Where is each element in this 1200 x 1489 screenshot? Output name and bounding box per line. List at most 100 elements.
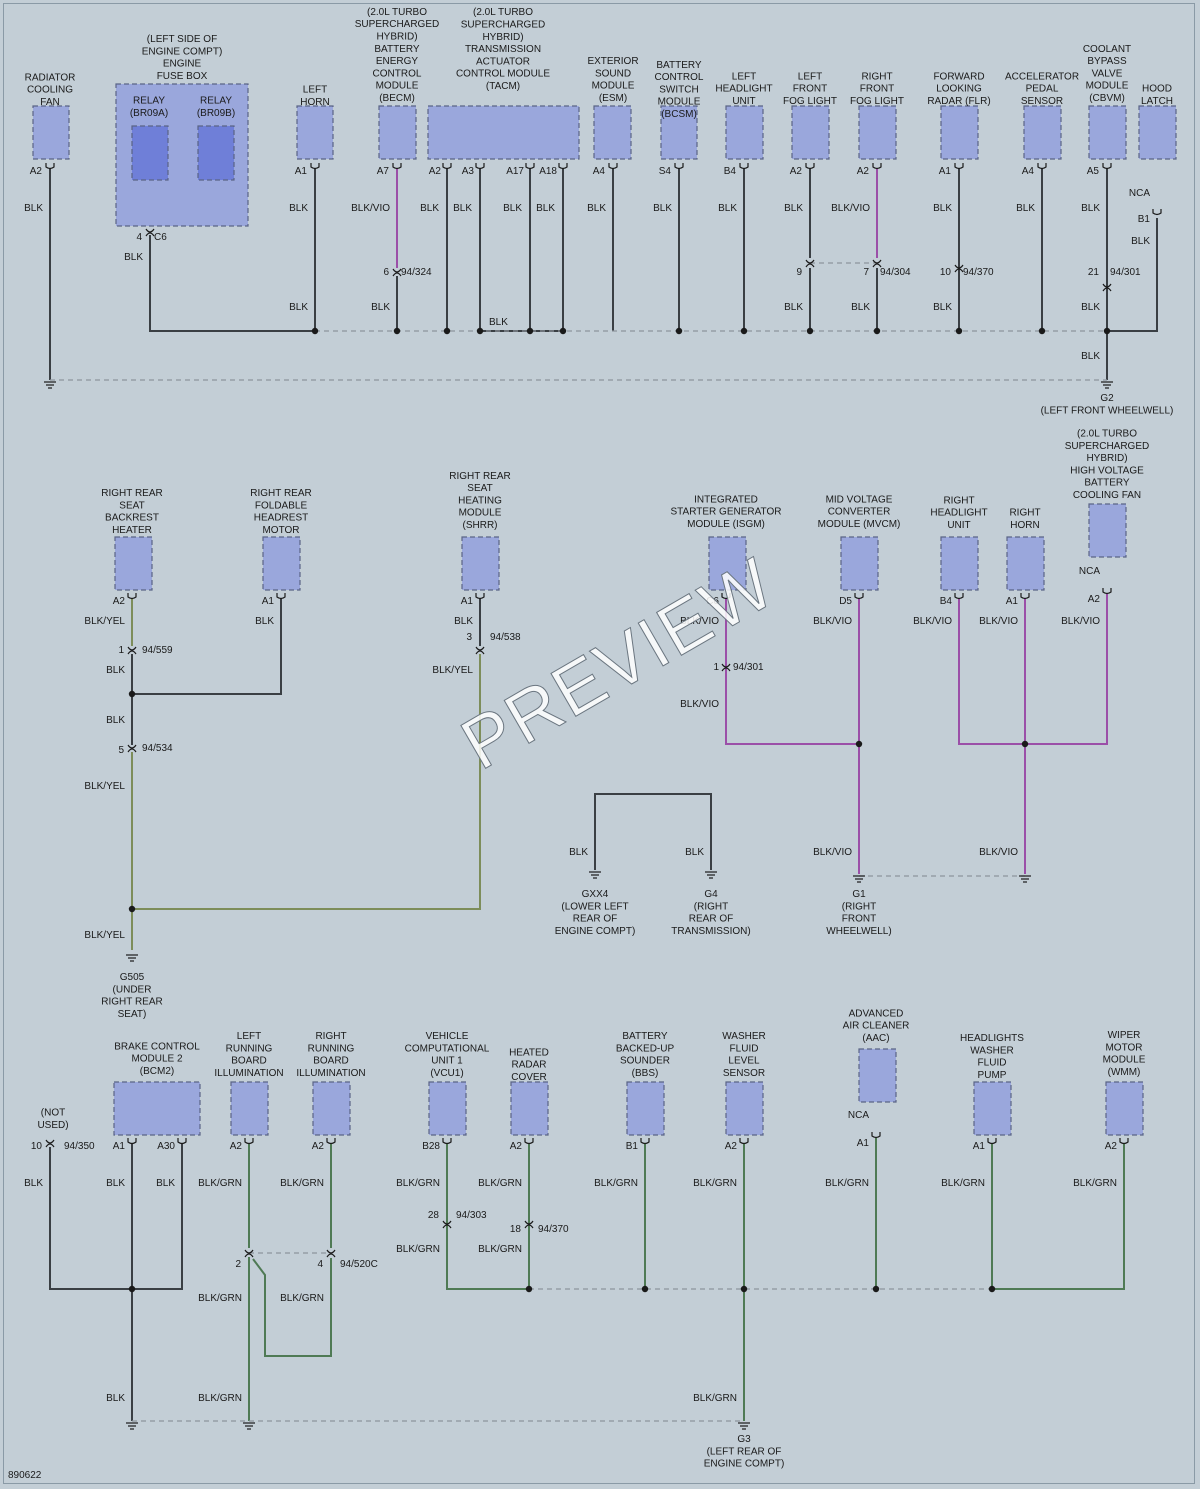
wire-label: BLK/GRN [941, 1178, 985, 1189]
isgm-pin-label: C6 [706, 596, 719, 607]
wire-label: BLK/GRN [825, 1178, 869, 1189]
vcu1-conn-label: 94/303 [456, 1210, 487, 1221]
splice [675, 327, 683, 335]
rf-fog-connector [872, 259, 882, 268]
shrr-box [461, 536, 500, 591]
left-running-board-pin [244, 1138, 254, 1145]
wire-label: BLK/VIO [813, 847, 852, 858]
wire-label: BLK [536, 203, 555, 214]
lf-fog-conn-pin: 9 [796, 267, 802, 278]
shrr-pin [475, 593, 485, 600]
wire-label: BLK [371, 302, 390, 313]
g505-ground-symbol [126, 954, 138, 962]
splice [988, 1285, 996, 1293]
left-running-board-box [230, 1081, 269, 1136]
left_headlight_unit-pin-label: B4 [724, 166, 737, 177]
wire-label: BLK [1081, 302, 1100, 313]
splice [393, 327, 401, 335]
washer_fluid_level_sensor-pin-label: A2 [725, 1141, 738, 1152]
splice [873, 327, 881, 335]
splice [476, 327, 484, 335]
shrr-conn-label: 94/538 [490, 632, 521, 643]
wire-label: BLK [24, 1178, 43, 1189]
rr-backrest-heater-box [114, 536, 153, 591]
wire-label: BLK [106, 715, 125, 726]
becm-box [378, 105, 417, 160]
splice [955, 327, 963, 335]
wire-label: BLK/GRN [693, 1178, 737, 1189]
right-horn-pin [1020, 593, 1030, 600]
rrb-lower-wire [252, 1258, 332, 1357]
wire-label: BLK [453, 203, 472, 214]
lrb-connector [244, 1249, 254, 1258]
rrb-connector [326, 1249, 336, 1258]
vcu1-wire [446, 1143, 530, 1290]
becm-conn-label: 94/324 [401, 267, 432, 278]
rr-backrest-heater-pin-label: A2 [113, 596, 126, 607]
right-headlight-pin-label: B4 [940, 596, 953, 607]
c6-connector [145, 228, 155, 237]
aac-box [858, 1048, 897, 1103]
heated-radar-cover-box [510, 1081, 549, 1136]
left_headlight_unit-box [725, 105, 764, 160]
wire-label: BLK/VIO [979, 847, 1018, 858]
c6-pin-label: 4 [136, 232, 142, 243]
wire-label: BLK/GRN [396, 1178, 440, 1189]
wire-label: BLK [489, 317, 508, 328]
hv-battery-fan-box [1088, 503, 1127, 558]
splice [740, 327, 748, 335]
vcu1-box [428, 1081, 467, 1136]
tacm-pin-label: A2 [429, 166, 442, 177]
hv-fan-pin-label: A2 [1088, 594, 1101, 605]
bcm2-pin-a30-label: A30 [157, 1141, 175, 1152]
splice [740, 1285, 748, 1293]
rr-headrest-wire [132, 598, 282, 695]
splice [559, 327, 567, 335]
wire-label: BLK [587, 203, 606, 214]
flr-conn-pin: 10 [940, 267, 952, 278]
headlights_washer_pump-pin [987, 1138, 997, 1145]
right-horn-box [1006, 536, 1045, 591]
wire-label: BLK [106, 1178, 125, 1189]
right_front_fog_light-pin-label: A2 [857, 166, 870, 177]
gxx4-g4-wire [594, 793, 712, 870]
splice [1021, 740, 1029, 748]
accelerator_pedal_sensor-pin [1037, 163, 1047, 170]
wmm-pin-label: A2 [1105, 1141, 1118, 1152]
wire-label: BLK [24, 203, 43, 214]
rr-backrest-heater-pin [127, 593, 137, 600]
wire-label: BLK/GRN [594, 1178, 638, 1189]
bbs-pin [640, 1138, 650, 1145]
radar-cover-conn-pin: 18 [510, 1224, 522, 1235]
g3-ground-symbol [738, 1422, 750, 1430]
right-headlight-box [940, 536, 979, 591]
wire-label: BLK [933, 203, 952, 214]
wire-label: BLK [106, 665, 125, 676]
rr-headrest-pin-label: A1 [262, 596, 275, 607]
rr-headrest-motor-box [262, 536, 301, 591]
splice [1038, 327, 1046, 335]
wire-label: BLK/YEL [84, 781, 125, 792]
radar-cover-connector [524, 1220, 534, 1229]
lf-fog-connector [805, 259, 815, 268]
left_front_fog_light-pin [805, 163, 815, 170]
wire-label: BLK/GRN [198, 1293, 242, 1304]
cbvm-connector [1102, 283, 1112, 292]
flr-conn-label: 94/370 [963, 267, 994, 278]
wire-label: BLK [106, 1393, 125, 1404]
hv-fan-nca: NCA [1079, 566, 1100, 577]
